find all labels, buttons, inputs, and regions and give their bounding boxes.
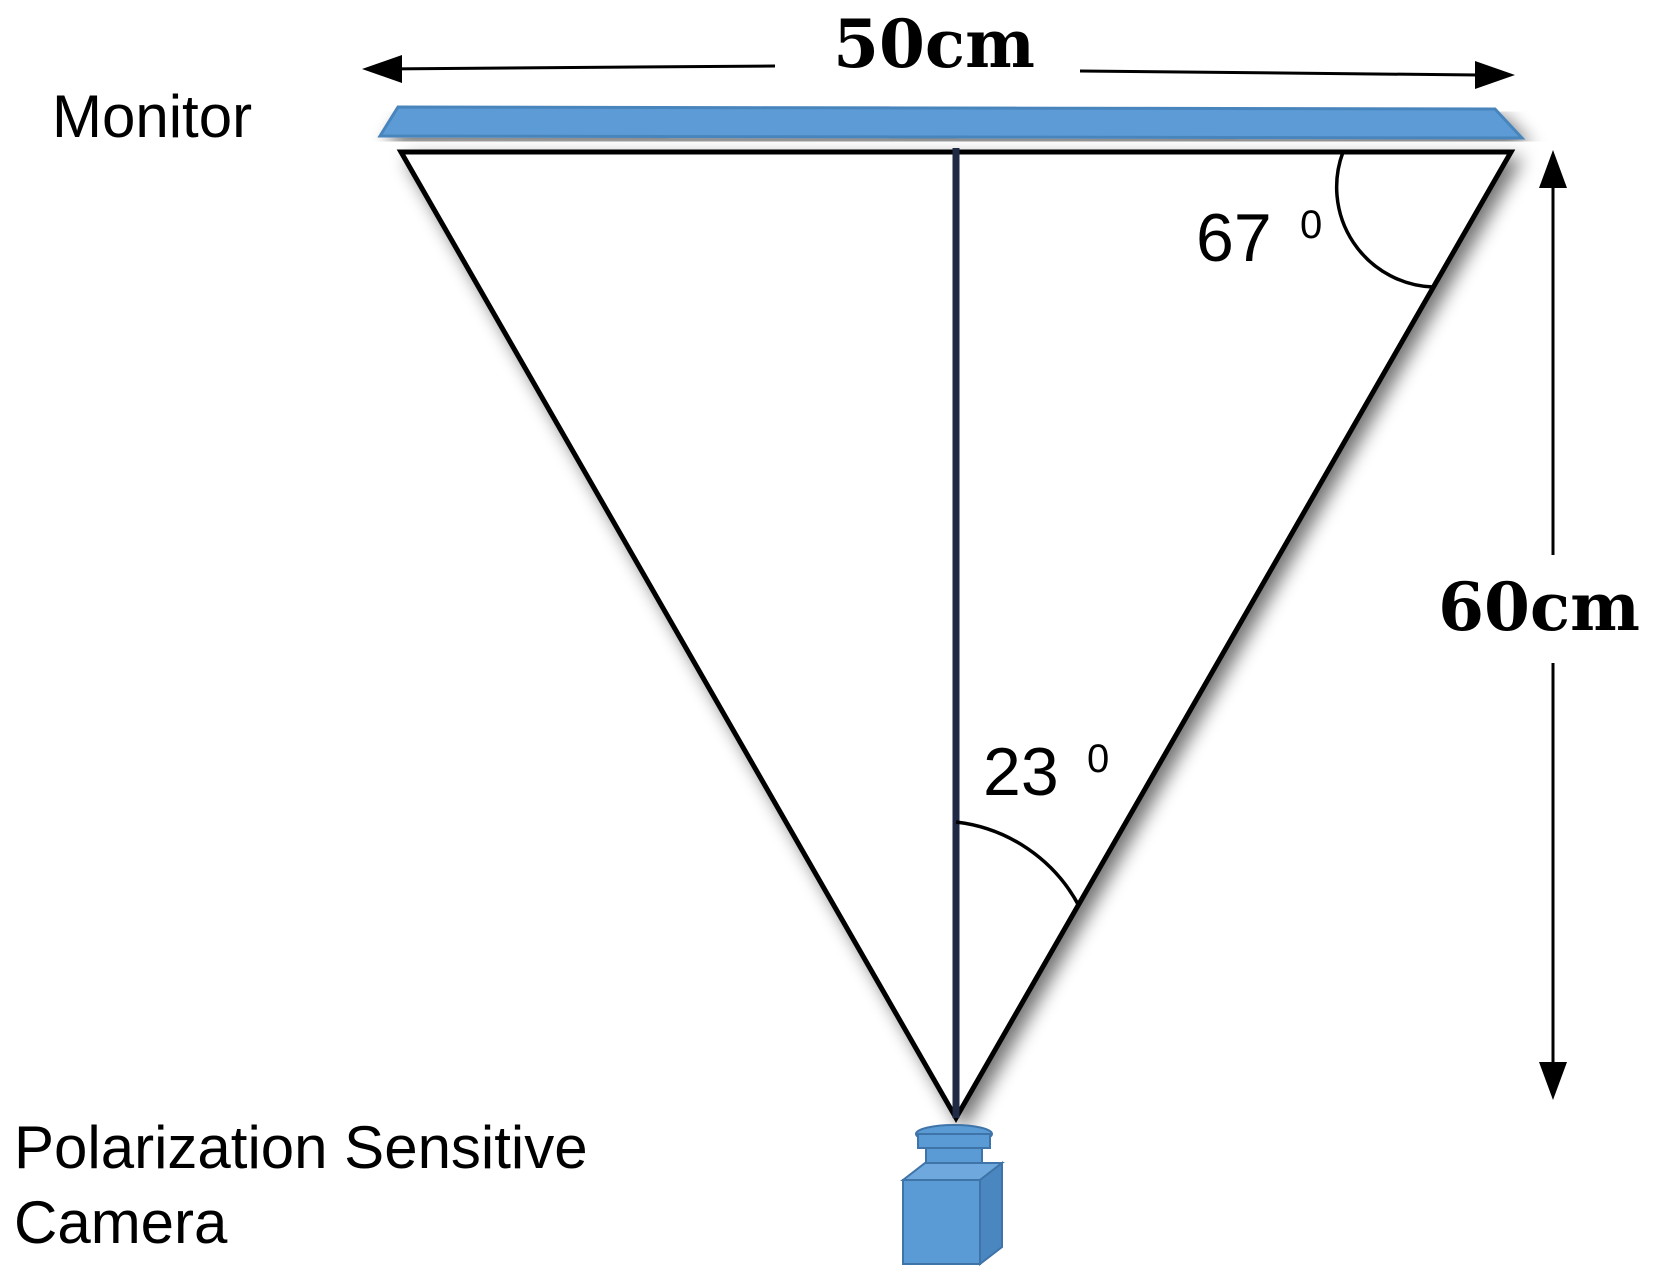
camera-label-line2: Camera [14, 1189, 228, 1256]
monitor-label: Monitor [52, 83, 252, 150]
height-dimension-label: 60cm [1438, 568, 1640, 646]
width-arrow-right-head-icon [1475, 61, 1515, 89]
width-arrow-left-head-icon [362, 55, 402, 83]
camera-body-side [979, 1160, 1003, 1267]
width-arrow-left-line [377, 64, 776, 71]
width-dimension-label: 50cm [833, 5, 1035, 83]
camera-icon [900, 1124, 1005, 1267]
camera-lens-ring [917, 1133, 991, 1149]
width-dimension-arrow [362, 55, 1515, 89]
angle-arc-bottom [955, 820, 1081, 907]
monitor-bar-icon [377, 105, 1526, 140]
width-arrow-right-line [1079, 69, 1479, 77]
height-arrow-top-head-icon [1539, 150, 1567, 188]
camera-label-line1: Polarization Sensitive [14, 1114, 588, 1181]
angle-label-top: 67 [1196, 200, 1272, 276]
angle-arc-top-right [1334, 151, 1434, 289]
height-dimension-arrow [1539, 150, 1567, 1100]
angle-label-bottom-degree: 0 [1087, 737, 1109, 781]
height-arrow-bottom-head-icon [1539, 1062, 1567, 1100]
angle-label-bottom: 23 [983, 734, 1059, 810]
angle-label-top-degree: 0 [1300, 203, 1322, 247]
camera-body-front [902, 1179, 981, 1265]
